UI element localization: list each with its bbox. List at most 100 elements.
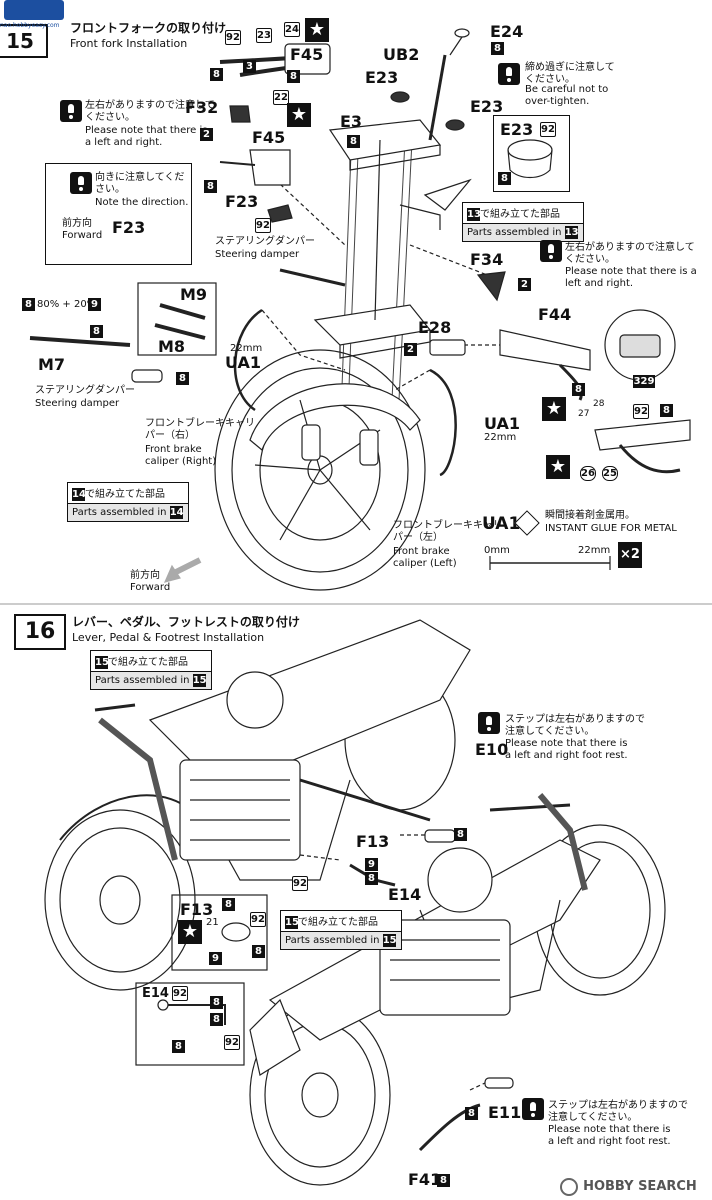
note-lr-en: Please note that there is a left and rig… (565, 266, 697, 289)
label-E23-left: E23 (365, 68, 399, 87)
note-lr-jp: 左右がありますので注意してください。 (565, 242, 695, 265)
note-tight-jp: 締め過ぎに注意してください。 (525, 62, 615, 85)
part-23: 23 (256, 28, 272, 43)
part-2: 2 (404, 343, 417, 356)
part-8: 8 (210, 1013, 223, 1026)
part-8: 8 (222, 898, 235, 911)
star-icon: ★ (305, 18, 329, 42)
assembled-en: Parts assembled in (95, 675, 190, 686)
part-8: 8 (572, 383, 585, 396)
part-9: 9 (365, 858, 378, 871)
note-lr-en: Please note that there is a left and rig… (85, 125, 208, 148)
part-3: 3 (243, 60, 256, 73)
label-E28: E28 (418, 318, 452, 337)
caliper-right-en2: caliper (Right) (145, 456, 217, 467)
label-E3: E3 (340, 112, 363, 131)
forward-jp: 前方向 (130, 570, 160, 581)
part-9: 9 (88, 298, 101, 311)
caliper-left-jp: フロントブレーキキャリパー（左） (393, 520, 503, 543)
part-2: 2 (518, 278, 531, 291)
part-8: 8 (90, 325, 103, 338)
scale-22mm: 22mm (578, 545, 611, 556)
label-F41: F41 (408, 1170, 442, 1189)
label-E14-inset: E14 (142, 986, 169, 1001)
hobby-search-logo-icon (560, 1177, 578, 1196)
assembled-jp: で組み立てた部品 (108, 657, 188, 668)
part-92: 92 (172, 986, 188, 1001)
steering-damper-jp: ステアリングダンパー (215, 236, 315, 247)
E23-inset-box (493, 115, 570, 192)
step-ref-13: 13 (564, 226, 579, 239)
note-dir-en: Note the direction. (95, 197, 189, 208)
label-M8: M8 (158, 337, 186, 356)
note-lr-jp: 左右がありますので注意してください。 (85, 100, 215, 123)
caliper-right-jp: フロントブレーキキャリパー（右） (145, 418, 255, 441)
assembled-15-box-lower: 15で組み立てた部品 Parts assembled in 15 (280, 910, 402, 950)
step16-title-en: Lever, Pedal & Footrest Installation (72, 631, 265, 644)
assembled-jp: で組み立てた部品 (480, 209, 560, 220)
label-F13: F13 (356, 832, 390, 851)
label-F34: F34 (470, 250, 504, 269)
note-step-jp: ステップは左右がありますので注意してください。 (548, 1100, 688, 1123)
label-UA1: UA1 (484, 414, 521, 433)
label-E11: E11 (488, 1103, 522, 1122)
star-icon: ★ (542, 397, 566, 421)
steering-damper-en: Steering damper (215, 249, 300, 260)
label-E24: E24 (490, 22, 524, 41)
part-92: 92 (224, 1035, 240, 1050)
part-92: 92 (225, 30, 241, 45)
label-M9: M9 (180, 285, 208, 304)
note-icon (478, 712, 500, 734)
step-ref-15: 15 (95, 656, 109, 669)
part-92: 92 (250, 912, 266, 927)
part-8: 8 (176, 372, 189, 385)
assembled-en: Parts assembled in (72, 507, 167, 518)
step15-title-jp: フロントフォークの取り付け (70, 21, 227, 35)
part-22: 22 (273, 90, 289, 105)
label-UA1-legend: UA1 (482, 514, 521, 534)
times-two-badge: ×2 (618, 542, 642, 568)
note-icon (522, 1098, 544, 1120)
label-F45: F45 (252, 128, 286, 147)
caliper-left-en1: Front brake (393, 546, 450, 557)
part-8: 8 (347, 135, 360, 148)
step16-title-jp: レバー、ペダル、フットレストの取り付け (72, 615, 300, 629)
direction-note-box (45, 163, 192, 265)
assembled-15-box: 15で組み立てた部品 Parts assembled in 15 (90, 650, 212, 690)
part-8: 8 (172, 1040, 185, 1053)
label-F23-inset: F23 (112, 218, 146, 237)
part-8: 8 (454, 828, 467, 841)
watermark-bottom-text: HOBBY SEARCH (583, 1179, 697, 1194)
note-icon (60, 100, 82, 122)
note-step-en: Please note that there is a left and rig… (505, 738, 628, 761)
label-F32: F32 (185, 98, 219, 117)
label-E10: E10 (475, 740, 509, 759)
caliper-right-en1: Front brake (145, 444, 202, 455)
part-8: 8 (204, 180, 217, 193)
note-dir-jp: 向きに注意してください。 (95, 172, 185, 195)
forward-en: Forward (62, 230, 103, 241)
step-ref-14: 14 (72, 488, 86, 501)
label-F13-inset: F13 (180, 900, 214, 919)
assembled-jp: で組み立てた部品 (298, 917, 378, 928)
note-icon (540, 240, 562, 262)
part-8: 8 (491, 42, 504, 55)
glue-en: INSTANT GLUE FOR METAL (545, 523, 677, 534)
part-8: 8 (287, 70, 300, 83)
steering-damper-en: Steering damper (35, 398, 120, 409)
note-tight-en: Be careful not to over-tighten. (525, 84, 609, 107)
label-E23-right: E23 (470, 97, 504, 116)
note-step-jp: ステップは左右がありますので注意してください。 (505, 714, 645, 737)
ua1-length: 22mm (230, 343, 263, 354)
mix-ratio: 80% + 20% (37, 299, 97, 310)
part-8: 8 (437, 1174, 450, 1187)
assembled-13-box: 13で組み立てた部品 Parts assembled in 13 (462, 202, 584, 242)
assembled-14-box: 14で組み立てた部品 Parts assembled in 14 (67, 482, 189, 522)
label-F23: F23 (225, 192, 259, 211)
star-icon: ★ (287, 103, 311, 127)
note-icon (498, 63, 520, 85)
assembled-jp: で組み立てた部品 (85, 489, 165, 500)
star-icon: ★ (546, 455, 570, 479)
note-icon (70, 172, 92, 194)
part-8: 8 (22, 298, 35, 311)
